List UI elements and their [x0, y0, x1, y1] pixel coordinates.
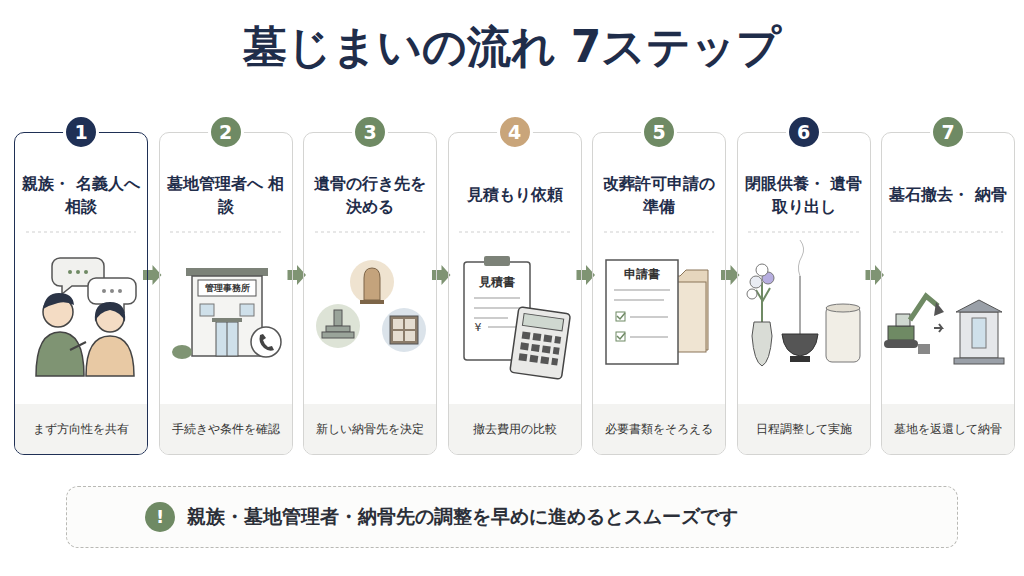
- step-number: 6: [797, 123, 810, 142]
- office-building-icon: [172, 268, 281, 359]
- step-heading: 見積もり依頼: [453, 159, 577, 231]
- step-number-circle: 3: [352, 114, 388, 150]
- step-card: 2墓地管理者へ 相談手続きや条件を確認: [159, 132, 293, 455]
- step-number-circle: 6: [786, 114, 822, 150]
- alert-mark: !: [156, 508, 164, 526]
- excavator-grave-icon: [884, 296, 1004, 364]
- step-number: 4: [508, 123, 521, 142]
- separator-lines: [26, 232, 1003, 233]
- step-number-circle: 1: [63, 114, 99, 150]
- step-heading: 改葬許可申請の 準備: [597, 159, 721, 231]
- estimate-icon: [464, 256, 570, 379]
- step-number: 2: [219, 123, 232, 142]
- step-summary: 必要書類をそろえる: [593, 404, 725, 454]
- step-summary: まず方向性を共有: [15, 404, 147, 454]
- step-number: 1: [74, 123, 87, 142]
- memorial-service-icon: [747, 240, 860, 366]
- step-number: 3: [363, 123, 376, 142]
- step-summary: 手続きや条件を確認: [160, 404, 292, 454]
- step-card: 4見積もり依頼撤去費用の比較: [448, 132, 582, 455]
- resting-place-icons: [316, 260, 426, 352]
- step-card: 5改葬許可申請の 準備必要書類をそろえる: [592, 132, 726, 455]
- step-card: 7墓石撤去・ 納骨墓地を返還して納骨: [881, 132, 1015, 455]
- note-text: 親族・墓地管理者・納骨先の調整を早めに進めるとスムーズです: [187, 487, 945, 547]
- step-card: 3遺骨の行き先を 決める新しい納骨先を決定: [303, 132, 437, 455]
- step-heading: 遺骨の行き先を 決める: [308, 159, 432, 231]
- step-card: 6閉眼供養・ 遺骨取り出し日程調整して実施: [737, 132, 871, 455]
- note-box: ! 親族・墓地管理者・納骨先の調整を早めに進めるとスムーズです: [66, 486, 958, 548]
- step-summary: 墓地を返還して納骨: [882, 404, 1014, 454]
- application-form-icon: [606, 260, 708, 364]
- illustration-label: 申請書: [624, 266, 660, 283]
- illustration-label: 管理事務所: [205, 282, 250, 295]
- step-number: 7: [941, 123, 954, 142]
- step-heading: 墓石撤去・ 納骨: [886, 159, 1010, 231]
- illustration-label: ¥: [475, 321, 482, 334]
- step-heading: 墓地管理者へ 相談: [164, 159, 288, 231]
- step-number: 5: [652, 123, 665, 142]
- step-number-circle: 5: [641, 114, 677, 150]
- step-summary: 新しい納骨先を決定: [304, 404, 436, 454]
- step-number-circle: 7: [930, 114, 966, 150]
- step-summary: 日程調整して実施: [738, 404, 870, 454]
- step-number-circle: 4: [497, 114, 533, 150]
- people-talking-icon: [36, 258, 136, 376]
- illustration-label: 見積書: [479, 274, 515, 291]
- step-heading: 閉眼供養・ 遺骨取り出し: [742, 159, 866, 231]
- diagram-title: 墓じまいの流れ 7ステップ: [0, 18, 1024, 77]
- step-heading: 親族・ 名義人へ相談: [19, 159, 143, 231]
- alert-icon: !: [145, 502, 175, 532]
- step-summary: 撤去費用の比較: [449, 404, 581, 454]
- step-card: 1親族・ 名義人へ相談まず方向性を共有: [14, 132, 148, 455]
- step-number-circle: 2: [208, 114, 244, 150]
